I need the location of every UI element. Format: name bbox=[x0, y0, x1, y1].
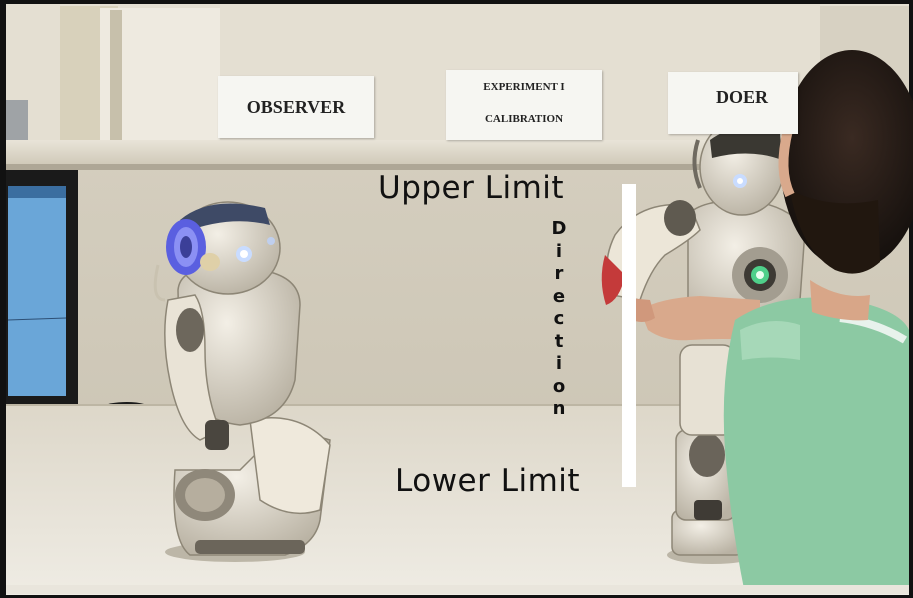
direction-bar bbox=[622, 184, 636, 487]
doer-sign-label: DOER bbox=[716, 87, 769, 107]
direction-letter: o bbox=[552, 375, 566, 397]
experiment-sign: EXPERIMENT I CALIBRATION bbox=[446, 70, 602, 140]
direction-letter: c bbox=[553, 308, 565, 329]
child bbox=[624, 50, 913, 594]
direction-letter: D bbox=[551, 218, 567, 239]
direction-letter: i bbox=[555, 240, 563, 262]
direction-label: D i r e c t i o n bbox=[546, 218, 572, 421]
observer-sign-label: OBSERVER bbox=[246, 97, 346, 117]
doer-sign: DOER bbox=[668, 72, 798, 134]
experiment-sign-title: EXPERIMENT I bbox=[483, 81, 565, 93]
doer-robot bbox=[601, 118, 806, 564]
lower-limit-label: Lower Limit bbox=[395, 463, 581, 499]
direction-letter: i bbox=[555, 353, 563, 374]
monitor bbox=[5, 170, 161, 441]
direction-letter: r bbox=[554, 263, 564, 284]
upper-limit-label: Upper Limit bbox=[378, 170, 565, 206]
observer-sign: OBSERVER bbox=[218, 76, 374, 138]
direction-letter: n bbox=[552, 398, 566, 419]
direction-letter: e bbox=[552, 285, 566, 307]
observer-robot bbox=[153, 201, 331, 562]
experiment-sign-subtitle: CALIBRATION bbox=[484, 113, 564, 125]
direction-letter: t bbox=[554, 330, 564, 352]
